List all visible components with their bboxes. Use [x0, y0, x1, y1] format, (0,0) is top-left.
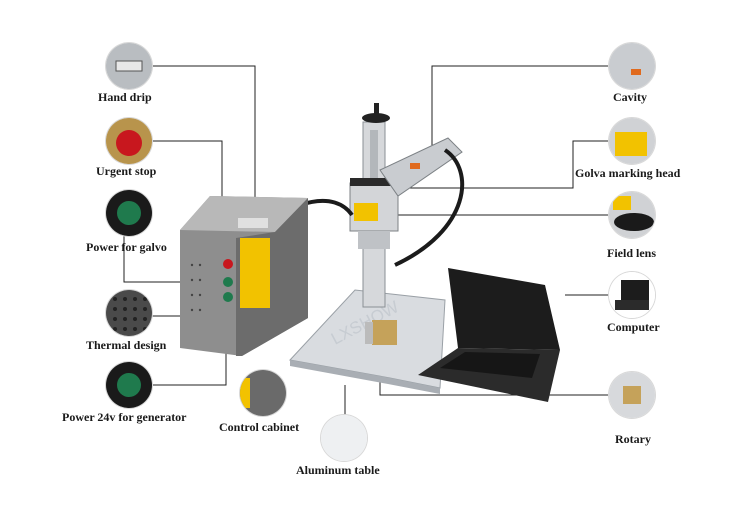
label-hand-drip: Hand drip [98, 90, 152, 104]
aluminum-table-thumbnail [321, 415, 367, 461]
label-cavity: Cavity [613, 90, 647, 104]
label-rotary: Rotary [615, 432, 651, 446]
golva-marking-head-thumbnail [609, 118, 655, 164]
label-power-24v: Power 24v for generator [62, 410, 187, 424]
power-24v-thumbnail [106, 362, 152, 408]
control-cabinet-unit [180, 196, 308, 356]
label-control-cabinet: Control cabinet [219, 420, 300, 434]
control-cabinet-thumbnail [240, 370, 286, 416]
label-computer: Computer [607, 320, 660, 334]
thermal-design-thumbnail [106, 290, 152, 336]
hand-drip-thumbnail [106, 43, 152, 89]
field-lens-thumbnail [609, 192, 655, 238]
cavity-thumbnail [609, 43, 655, 89]
label-urgent-stop: Urgent stop [96, 164, 157, 178]
label-thermal-design: Thermal design [86, 338, 167, 352]
label-power-galvo: Power for galvo [86, 240, 167, 254]
label-golva-marking-head: Golva marking head [575, 166, 681, 180]
power-galvo-thumbnail [106, 190, 152, 236]
urgent-stop-thumbnail [106, 118, 152, 164]
laptop [418, 268, 560, 402]
marking-machine [299, 103, 465, 345]
rotary-thumbnail [609, 372, 655, 418]
computer-thumbnail [609, 272, 655, 318]
label-aluminum-table: Aluminum table [296, 463, 380, 477]
label-field-lens: Field lens [607, 246, 657, 260]
